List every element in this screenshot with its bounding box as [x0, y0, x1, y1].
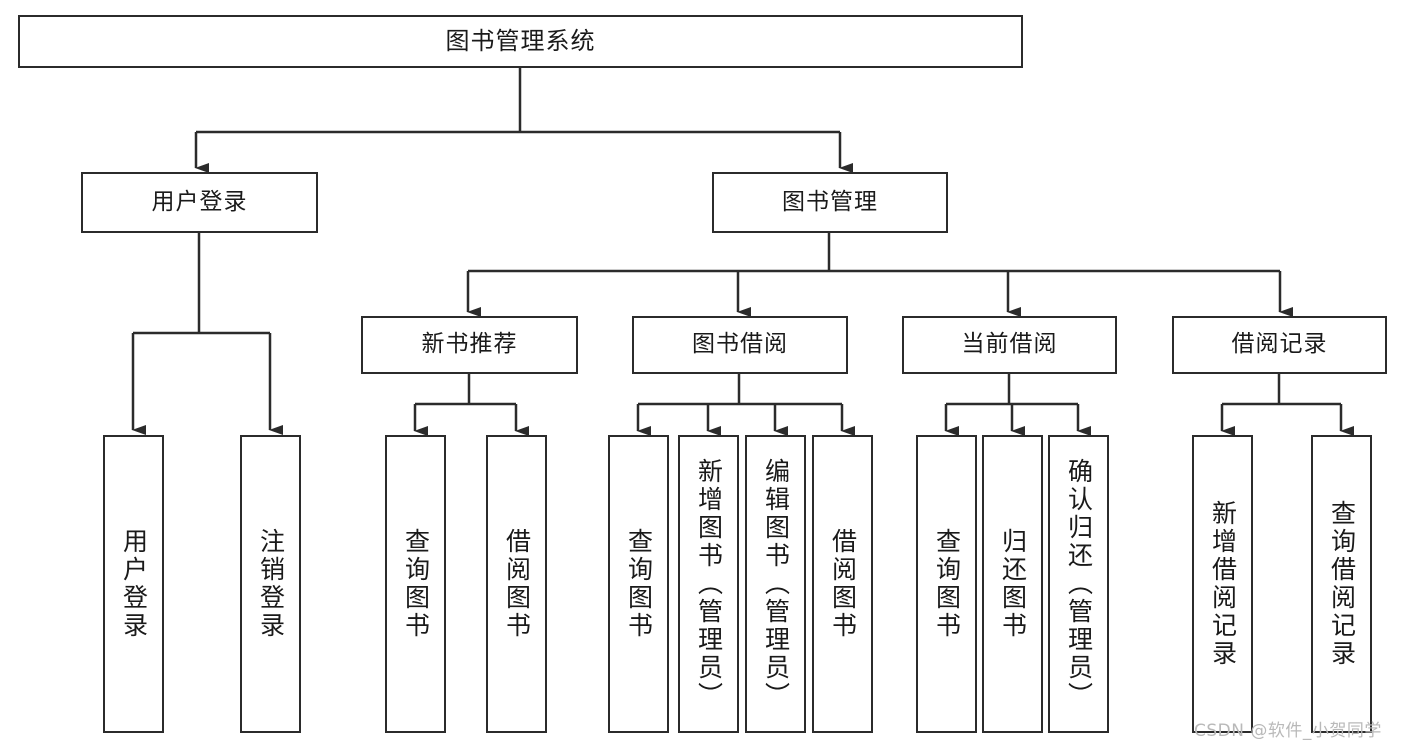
node-label: 查询借阅记录 — [1327, 500, 1357, 668]
leaf-return-book[interactable]: 归还图书 — [982, 435, 1043, 733]
node-label: 用户登录 — [119, 528, 149, 640]
leaf-borrow-book-recommend[interactable]: 借阅图书 — [486, 435, 547, 733]
node-label: 查询图书 — [401, 528, 431, 640]
leaf-add-book-admin[interactable]: 新增图书（管理员） — [678, 435, 739, 733]
node-current-borrow[interactable]: 当前借阅 — [902, 316, 1117, 374]
node-root-system[interactable]: 图书管理系统 — [18, 15, 1023, 68]
node-new-book-recommend[interactable]: 新书推荐 — [361, 316, 578, 374]
node-label: 图书管理 — [782, 188, 878, 215]
node-label: 新增图书（管理员） — [694, 458, 724, 710]
node-label: 确认归还（管理员） — [1064, 458, 1094, 710]
watermark-credit: CSDN @软件_小贺同学 — [1194, 721, 1382, 741]
node-label: 借阅记录 — [1231, 331, 1328, 358]
node-user-login[interactable]: 用户登录 — [81, 172, 318, 233]
leaf-query-book-borrow[interactable]: 查询图书 — [608, 435, 669, 733]
node-book-management[interactable]: 图书管理 — [712, 172, 948, 233]
node-label: 借阅图书 — [828, 528, 858, 640]
leaf-query-book-current[interactable]: 查询图书 — [916, 435, 977, 733]
leaf-logout[interactable]: 注销登录 — [240, 435, 301, 733]
node-label: 查询图书 — [624, 528, 654, 640]
node-label: 用户登录 — [151, 188, 248, 215]
node-label: 借阅图书 — [502, 528, 532, 640]
leaf-query-book-recommend[interactable]: 查询图书 — [385, 435, 446, 733]
node-label: 当前借阅 — [961, 331, 1058, 358]
node-label: 归还图书 — [998, 528, 1028, 640]
node-book-borrow[interactable]: 图书借阅 — [632, 316, 848, 374]
node-borrow-record[interactable]: 借阅记录 — [1172, 316, 1387, 374]
leaf-confirm-return-admin[interactable]: 确认归还（管理员） — [1048, 435, 1109, 733]
leaf-user-login[interactable]: 用户登录 — [103, 435, 164, 733]
node-label: 新书推荐 — [421, 331, 518, 358]
node-label: 查询图书 — [932, 528, 962, 640]
node-label: 图书管理系统 — [445, 27, 596, 56]
node-label: 图书借阅 — [692, 331, 788, 358]
leaf-query-borrow-record[interactable]: 查询借阅记录 — [1311, 435, 1372, 733]
leaf-edit-book-admin[interactable]: 编辑图书（管理员） — [745, 435, 806, 733]
node-label: 注销登录 — [256, 528, 286, 640]
node-label: 编辑图书（管理员） — [761, 458, 791, 710]
leaf-borrow-book[interactable]: 借阅图书 — [812, 435, 873, 733]
node-label: 新增借阅记录 — [1208, 500, 1238, 668]
leaf-add-borrow-record[interactable]: 新增借阅记录 — [1192, 435, 1253, 733]
